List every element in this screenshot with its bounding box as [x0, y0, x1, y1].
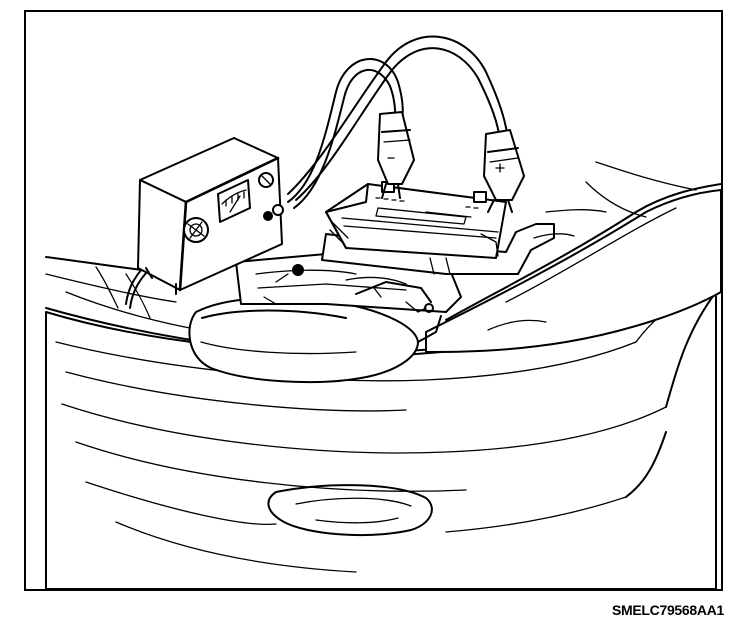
figure-caption: SMELC79568AA1: [611, 602, 724, 618]
negative-clamp-icon: [377, 111, 415, 199]
fender-icon: [425, 161, 721, 353]
illustration-frame: [24, 10, 723, 591]
battery-charger-icon: [137, 137, 284, 295]
battery-charging-illustration: [45, 35, 721, 589]
positive-clamp-icon: [483, 129, 525, 213]
hood-edge-lines: [533, 209, 607, 239]
battery-icon: [321, 181, 555, 275]
